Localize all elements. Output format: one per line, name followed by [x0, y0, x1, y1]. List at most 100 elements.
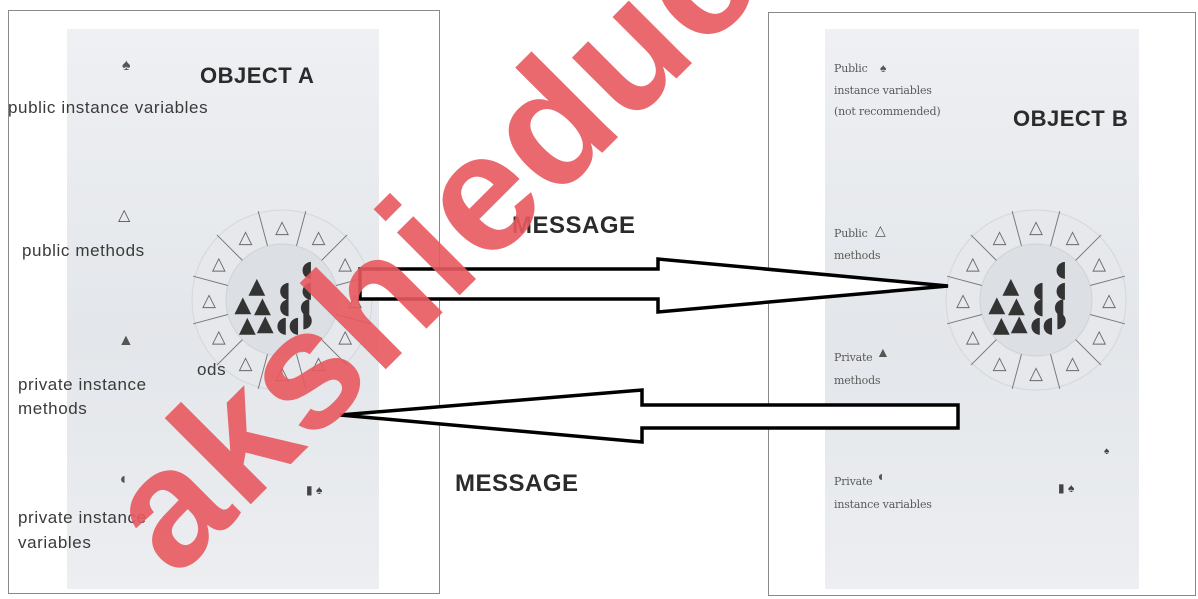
object-b-method-icon: △	[966, 254, 980, 275]
object-b-private-variable-icon: ◖	[1055, 257, 1067, 282]
object-b-method-icon: △	[1066, 353, 1080, 374]
object-b-private-variable-icon: ◖	[1033, 278, 1045, 303]
object-b-method-icon: △	[993, 353, 1007, 374]
object-a-private-method-icon: ▲	[257, 312, 274, 337]
object-b-private-method-icon: ▲	[1008, 294, 1025, 319]
object-a-segment-divider	[321, 234, 348, 261]
object-a-segment-divider	[193, 314, 229, 325]
b-public-methods-line2: methods	[834, 249, 881, 262]
object-b-method-icon: △	[1092, 327, 1106, 348]
object-b-segment-divider	[1075, 234, 1102, 261]
object-b-segment-divider	[1050, 353, 1061, 389]
object-a-segment-divider	[335, 314, 371, 325]
object-b-segment-divider	[1089, 314, 1125, 325]
object-b-private-variable-icon: ◗	[1055, 308, 1067, 333]
b-private-methods-line1: Private	[834, 351, 873, 364]
object-a-private-variable-icon: ◖	[289, 313, 301, 338]
object-a-private-method-icon: ▲	[234, 292, 251, 317]
object-a-segment-divider	[321, 339, 348, 366]
object-b-segment-divider	[1050, 211, 1061, 247]
object-a-title: OBJECT A	[200, 63, 315, 88]
b-public-method-icon: △	[875, 222, 886, 238]
object-b-method-icon: △	[1029, 217, 1043, 238]
object-b-method-icon: △	[1066, 227, 1080, 248]
object-a-method-icon: △	[212, 254, 226, 275]
message-label-bottom: MESSAGE	[455, 470, 579, 497]
object-b-segment-divider	[1075, 339, 1102, 366]
object-b-segment-divider	[970, 339, 997, 366]
object-b-private-method-icon: ▲	[993, 313, 1010, 338]
b-private-method-icon: ▲	[876, 344, 890, 360]
object-a-method-icon: △	[212, 327, 226, 348]
object-a-private-variable-icon: ◖	[301, 278, 313, 303]
object-a-private-variable-icon: ◖	[301, 257, 313, 282]
object-a-segment-divider	[257, 211, 268, 247]
private-methods-label-line1: private instance	[18, 375, 147, 394]
object-a-private-method-icon: ▲	[248, 274, 265, 299]
object-b-title: OBJECT B	[1013, 106, 1129, 131]
object-b-private-method-icon: ▲	[988, 292, 1005, 317]
private-vars-label-line2: variables	[18, 533, 92, 552]
public-vars-label: public instance variables	[8, 98, 209, 117]
object-a-method-icon: △	[202, 290, 216, 311]
object-a-segment-divider	[257, 353, 268, 389]
object-a-private-variable-icon: ◖	[279, 295, 291, 320]
arrow-to-object-b	[358, 257, 949, 314]
object-b-method-icon: △	[993, 227, 1007, 248]
private-vars-label-line1: private instance	[18, 508, 147, 527]
object-b-inner-core	[979, 243, 1093, 357]
object-b-segment-divider	[947, 314, 983, 325]
b-private-methods-line2: methods	[834, 374, 881, 387]
private-method-icon: ▲	[118, 332, 134, 349]
object-a-method-icon: △	[312, 227, 326, 248]
object-b-segment-divider	[970, 234, 997, 261]
object-a-method-icon: △	[312, 353, 326, 374]
object-b-extra-variable-icon: ▮ ♠	[1058, 481, 1075, 495]
b-private-vars-line2: instance variables	[834, 498, 932, 511]
object-a-method-icon: △	[239, 227, 253, 248]
public-method-icon: △	[118, 207, 131, 224]
object-b-segment-divider	[1089, 275, 1125, 286]
object-a-private-variable-icon: ◖	[300, 295, 312, 320]
private-variable-icon: ◖	[118, 471, 128, 488]
partial-label: ods	[197, 360, 227, 379]
object-a-method-icon: △	[275, 217, 289, 238]
object-b-method-icon: △	[956, 290, 970, 311]
b-private-variable-icon: ◖	[876, 468, 885, 484]
arrow-to-object-a	[339, 388, 960, 444]
object-a-private-variable-icon: ◗	[301, 308, 313, 333]
object-b-segment-divider	[1011, 353, 1022, 389]
object-b-private-variable-icon: ◖	[1043, 313, 1055, 338]
object-a-extra-variable-icon: ▮ ♠	[306, 483, 323, 497]
b-private-vars-line1: Private	[834, 475, 873, 488]
object-b-extra-dot-icon: ♠	[1104, 446, 1110, 457]
object-a-inner-core	[225, 243, 339, 357]
object-b-private-variable-icon: ◖	[1030, 313, 1042, 338]
b-public-vars-line1: Public	[834, 62, 868, 75]
object-a-segment-divider	[216, 339, 243, 366]
object-b-circle: △△△△△△△△△△△△◖▲◖◖▲▲◖◖▲▲◖◖◗▮ ♠♠	[945, 209, 1127, 495]
object-b-segment-divider	[947, 275, 983, 286]
private-methods-label-line2: methods	[18, 399, 88, 418]
object-a-method-icon: △	[338, 254, 352, 275]
object-a-private-method-icon: ▲	[239, 313, 256, 338]
object-b-private-method-icon: ▲	[1002, 274, 1019, 299]
object-b-segment-divider	[1011, 211, 1022, 247]
b-public-methods-line1: Public	[834, 227, 868, 240]
object-b-method-icon: △	[1102, 290, 1116, 311]
object-a-segment-divider	[296, 211, 307, 247]
public-methods-label: public methods	[22, 241, 145, 260]
object-a-private-method-icon: ▲	[254, 294, 271, 319]
object-a-circle: △△△△△△△△△△△△◖▲◖◖▲▲◖◖▲▲◖◖◗▮ ♠	[191, 209, 373, 497]
object-a-method-icon: △	[239, 353, 253, 374]
object-b-private-variable-icon: ◖	[1054, 295, 1066, 320]
object-b-private-variable-icon: ◖	[1033, 295, 1045, 320]
object-b-method-icon: △	[1029, 363, 1043, 384]
object-a-method-icon: △	[338, 327, 352, 348]
object-b-method-icon: △	[966, 327, 980, 348]
object-a-segment-divider	[193, 275, 229, 286]
b-public-variable-icon: ♠	[880, 61, 887, 75]
public-variable-icon: ♠	[122, 57, 131, 74]
object-a-method-icon: △	[275, 363, 289, 384]
